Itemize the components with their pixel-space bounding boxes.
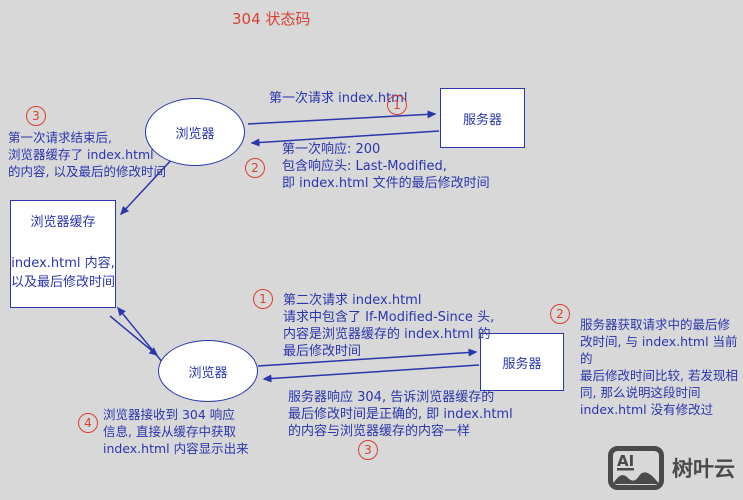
label-server-compare: 服务器获取请求中的最后修 改时间, 与 index.html 当前的 最后修改时… <box>580 317 738 417</box>
label-second-request: 第二次请求 index.html 请求中包含了 If-Modified-Sinc… <box>283 293 495 359</box>
node-browser-first: 浏览器 <box>145 98 245 166</box>
node-browser-first-label: 浏览器 <box>175 126 215 142</box>
label-browser-use-cache: 浏览器接收到 304 响应 信息, 直接从缓存中获取 index.html 内容… <box>103 407 249 456</box>
step-badge-1-bottom: 1 <box>253 289 273 309</box>
node-server-second: 服务器 <box>480 333 564 391</box>
watermark-logo: AI 树叶云 <box>608 446 735 490</box>
cache-title: 浏览器缓存 <box>30 215 96 230</box>
step-badge-2-bottom: 2 <box>550 304 570 324</box>
label-first-response: 第一次响应: 200 包含响应头: Last-Modified, 即 index… <box>282 142 490 191</box>
watermark-label: 树叶云 <box>672 457 735 481</box>
diagram-title: 304 状态码 <box>232 10 311 28</box>
arrow-second-request <box>257 348 478 367</box>
node-browser-second-label: 浏览器 <box>188 365 228 381</box>
node-browser-second: 浏览器 <box>158 340 258 402</box>
label-cache-note: 第一次请求结束后, 浏览器缓存了 index.html 的内容, 以及最后的修改… <box>8 130 166 179</box>
node-server-second-label: 服务器 <box>502 356 542 372</box>
arrow-cache-to-browser2 <box>109 315 159 356</box>
step-badge-3-top: 3 <box>26 106 46 126</box>
watermark-ai-icon: AI <box>608 446 664 490</box>
step-badge-3-bottom: 3 <box>358 440 378 460</box>
label-first-request: 第一次请求 index.html <box>269 91 408 106</box>
arrow-browser-to-cache <box>119 156 175 216</box>
step-badge-1-top: 1 <box>387 95 407 115</box>
step-badge-2-top: 2 <box>245 158 265 178</box>
arrow-second-response <box>262 364 480 383</box>
cache-body: index.html 内容, 以及最后修改时间 <box>11 256 116 290</box>
node-browser-cache: 浏览器缓存 index.html 内容, 以及最后修改时间 <box>10 200 116 308</box>
step-badge-4-bottom: 4 <box>78 413 98 433</box>
svg-text:AI: AI <box>617 452 634 470</box>
label-second-response: 服务器响应 304, 告诉浏览器缓存的 最后修改时间是正确的, 即 index.… <box>288 390 513 439</box>
arrow-first-request <box>247 110 437 125</box>
node-server-first: 服务器 <box>440 88 525 148</box>
arrow-first-response <box>250 130 440 147</box>
node-server-first-label: 服务器 <box>462 112 502 128</box>
